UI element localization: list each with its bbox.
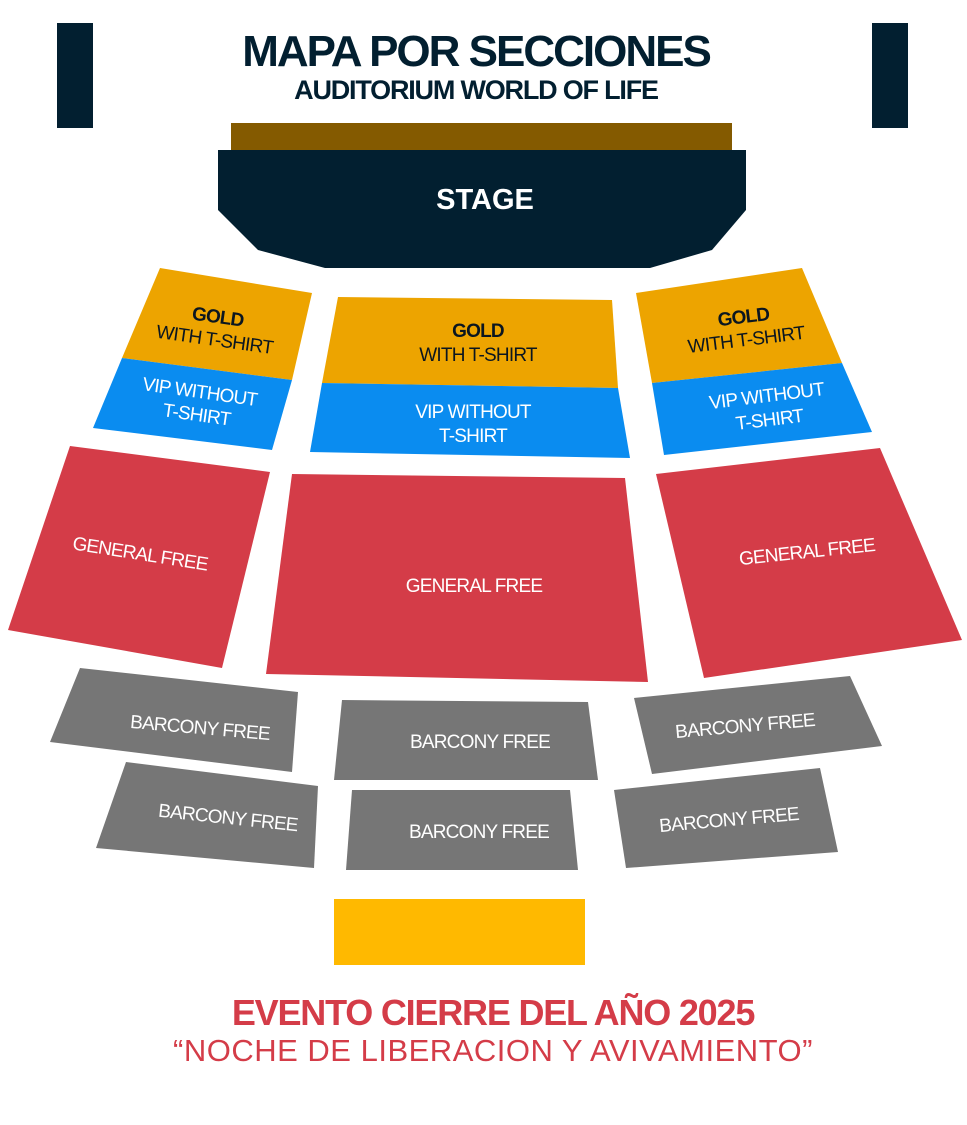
section-gold-left[interactable]: GOLD WITH T-SHIRT <box>122 268 312 380</box>
section-vip-right[interactable]: VIP WITHOUT T-SHIRT <box>652 363 872 455</box>
section-general-right[interactable]: GENERAL FREE <box>656 448 962 678</box>
section-vip-center[interactable]: VIP WITHOUT T-SHIRT <box>310 383 630 458</box>
right-header-bar <box>872 23 908 128</box>
section-barcony-2[interactable]: BARCONY FREE <box>334 700 598 780</box>
event-subtitle: “NOCHE DE LIBERACION Y AVIVAMIENTO” <box>173 1033 813 1068</box>
section-label: WITH T-SHIRT <box>419 345 538 366</box>
section-gold-right[interactable]: GOLD WITH T-SHIRT <box>636 268 842 383</box>
section-gold-center[interactable]: GOLD WITH T-SHIRT <box>322 297 618 388</box>
section-label: BARCONY FREE <box>409 822 549 843</box>
section-label: T-SHIRT <box>439 426 508 447</box>
stage-label: STAGE <box>436 184 534 216</box>
left-header-bar <box>57 23 93 128</box>
section-general-left[interactable]: GENERAL FREE <box>8 446 270 668</box>
event-title: EVENTO CIERRE DEL AÑO 2025 <box>232 991 755 1033</box>
section-barcony-4[interactable]: BARCONY FREE <box>96 762 318 868</box>
section-barcony-1[interactable]: BARCONY FREE <box>50 668 298 772</box>
stage: STAGE <box>218 150 746 268</box>
section-vip-left[interactable]: VIP WITHOUT T-SHIRT <box>93 358 292 450</box>
stage-back-bar <box>231 123 732 150</box>
section-label: GENERAL FREE <box>406 576 543 597</box>
venue-subtitle: AUDITORIUM WORLD OF LIFE <box>294 75 658 105</box>
control-booth-area <box>334 899 585 965</box>
section-barcony-6[interactable]: BARCONY FREE <box>614 768 838 868</box>
section-label: BARCONY FREE <box>410 732 550 753</box>
section-general-center[interactable]: GENERAL FREE <box>266 474 648 682</box>
section-barcony-3[interactable]: BARCONY FREE <box>634 676 882 774</box>
section-label: VIP WITHOUT <box>415 402 532 423</box>
page-title: MAPA POR SECCIONES <box>242 27 710 76</box>
section-barcony-5[interactable]: BARCONY FREE <box>346 790 578 870</box>
section-label: GOLD <box>452 321 504 342</box>
